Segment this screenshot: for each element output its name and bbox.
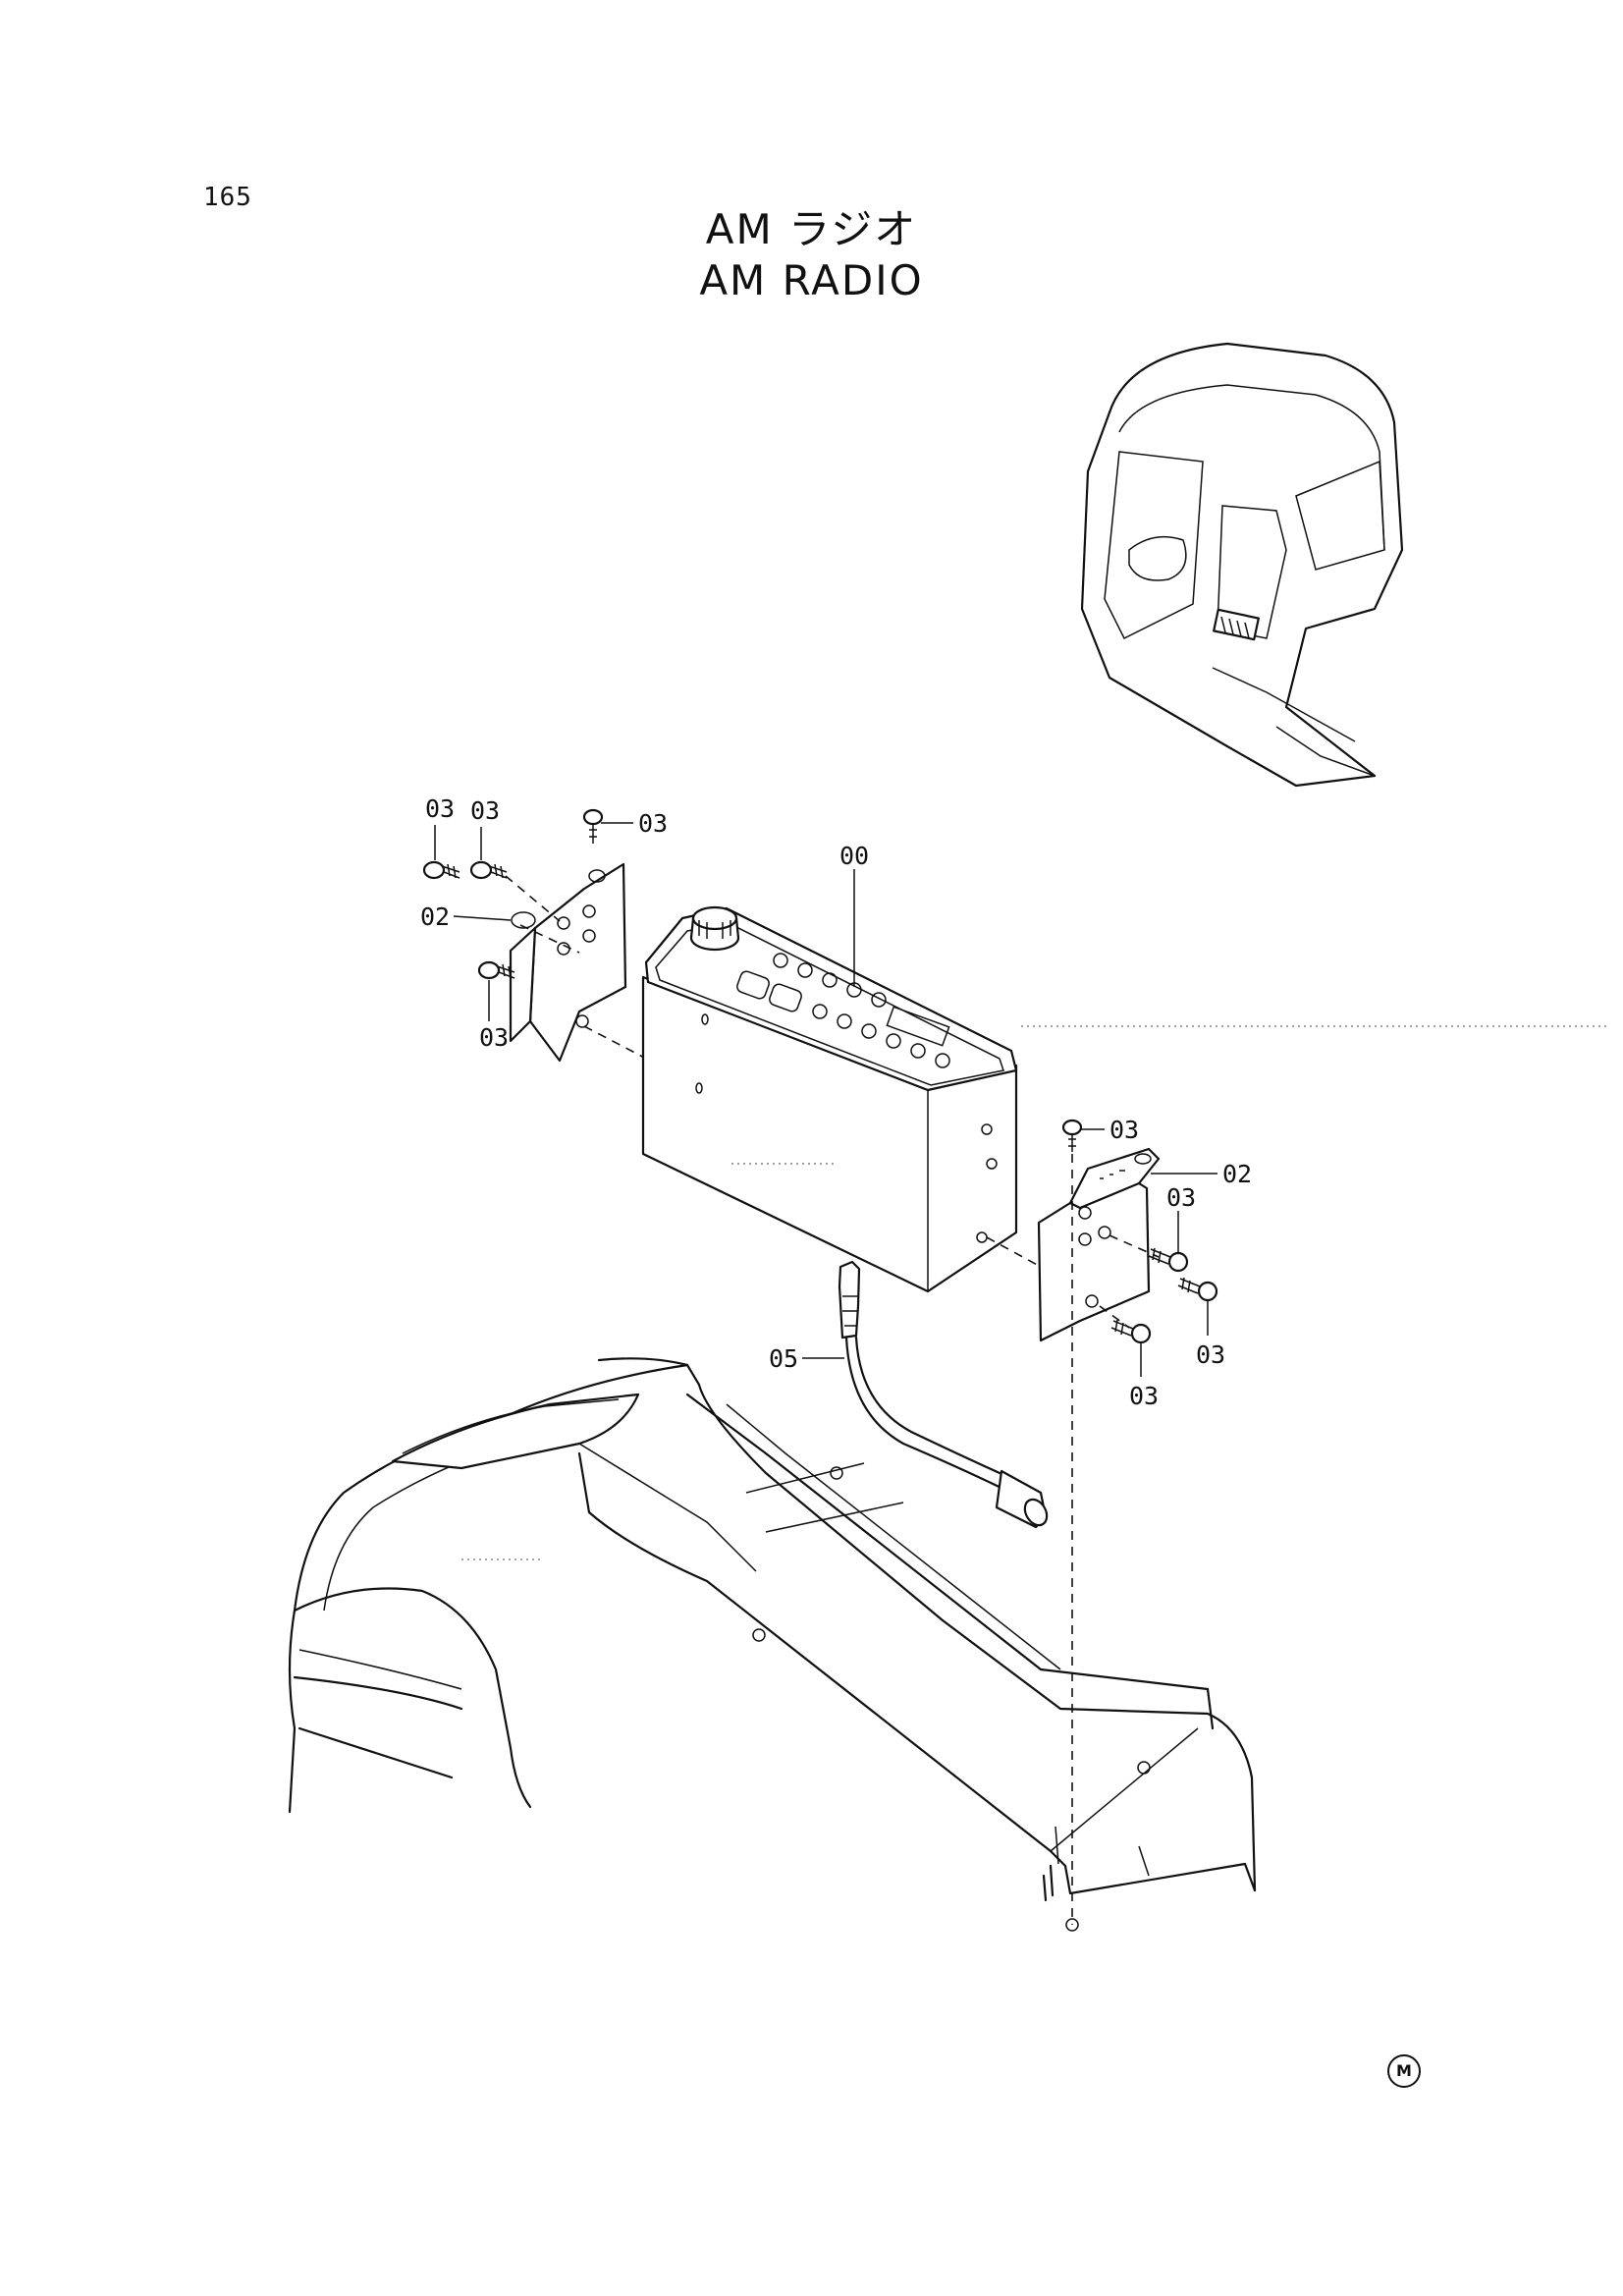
right-bracket-assembly (986, 1119, 1218, 1925)
callout-screw: 03 (470, 796, 500, 825)
callout-bracket: 02 (420, 902, 450, 931)
am-radio-unit (641, 869, 1610, 1293)
title-english: AM RADIO (699, 256, 924, 304)
screw-icon (469, 860, 508, 880)
callout-screw: 03 (1196, 1340, 1225, 1369)
cab-location-inset (1080, 342, 1404, 788)
screw-icon (477, 960, 515, 980)
antenna-cable (802, 1260, 1049, 1529)
callout-screw: 03 (479, 1023, 509, 1052)
callout-screw: 03 (425, 794, 455, 823)
callout-screw: 03 (1129, 1382, 1159, 1410)
screw-icon (1061, 1119, 1083, 1152)
callout-antenna-cable: 05 (769, 1344, 798, 1373)
screw-icon (1148, 1247, 1189, 1273)
callout-screw: 03 (1109, 1116, 1139, 1144)
screw-icon (1177, 1277, 1218, 1302)
screw-icon (422, 860, 460, 880)
maker-mark-icon: M (1387, 2054, 1421, 2088)
title-japanese: AM ラジオ (705, 205, 918, 253)
left-bracket-assembly (422, 808, 698, 1086)
page-number: 165 (203, 183, 252, 212)
console-housing (288, 1357, 1257, 1932)
callout-screw: 03 (1166, 1183, 1196, 1212)
callout-bracket: 02 (1222, 1160, 1252, 1188)
callout-radio: 00 (839, 842, 869, 870)
screw-icon (1110, 1319, 1152, 1344)
page-title: AM ラジオ AM RADIO (0, 204, 1623, 306)
callout-screw: 03 (638, 809, 668, 838)
screw-icon (582, 808, 604, 844)
